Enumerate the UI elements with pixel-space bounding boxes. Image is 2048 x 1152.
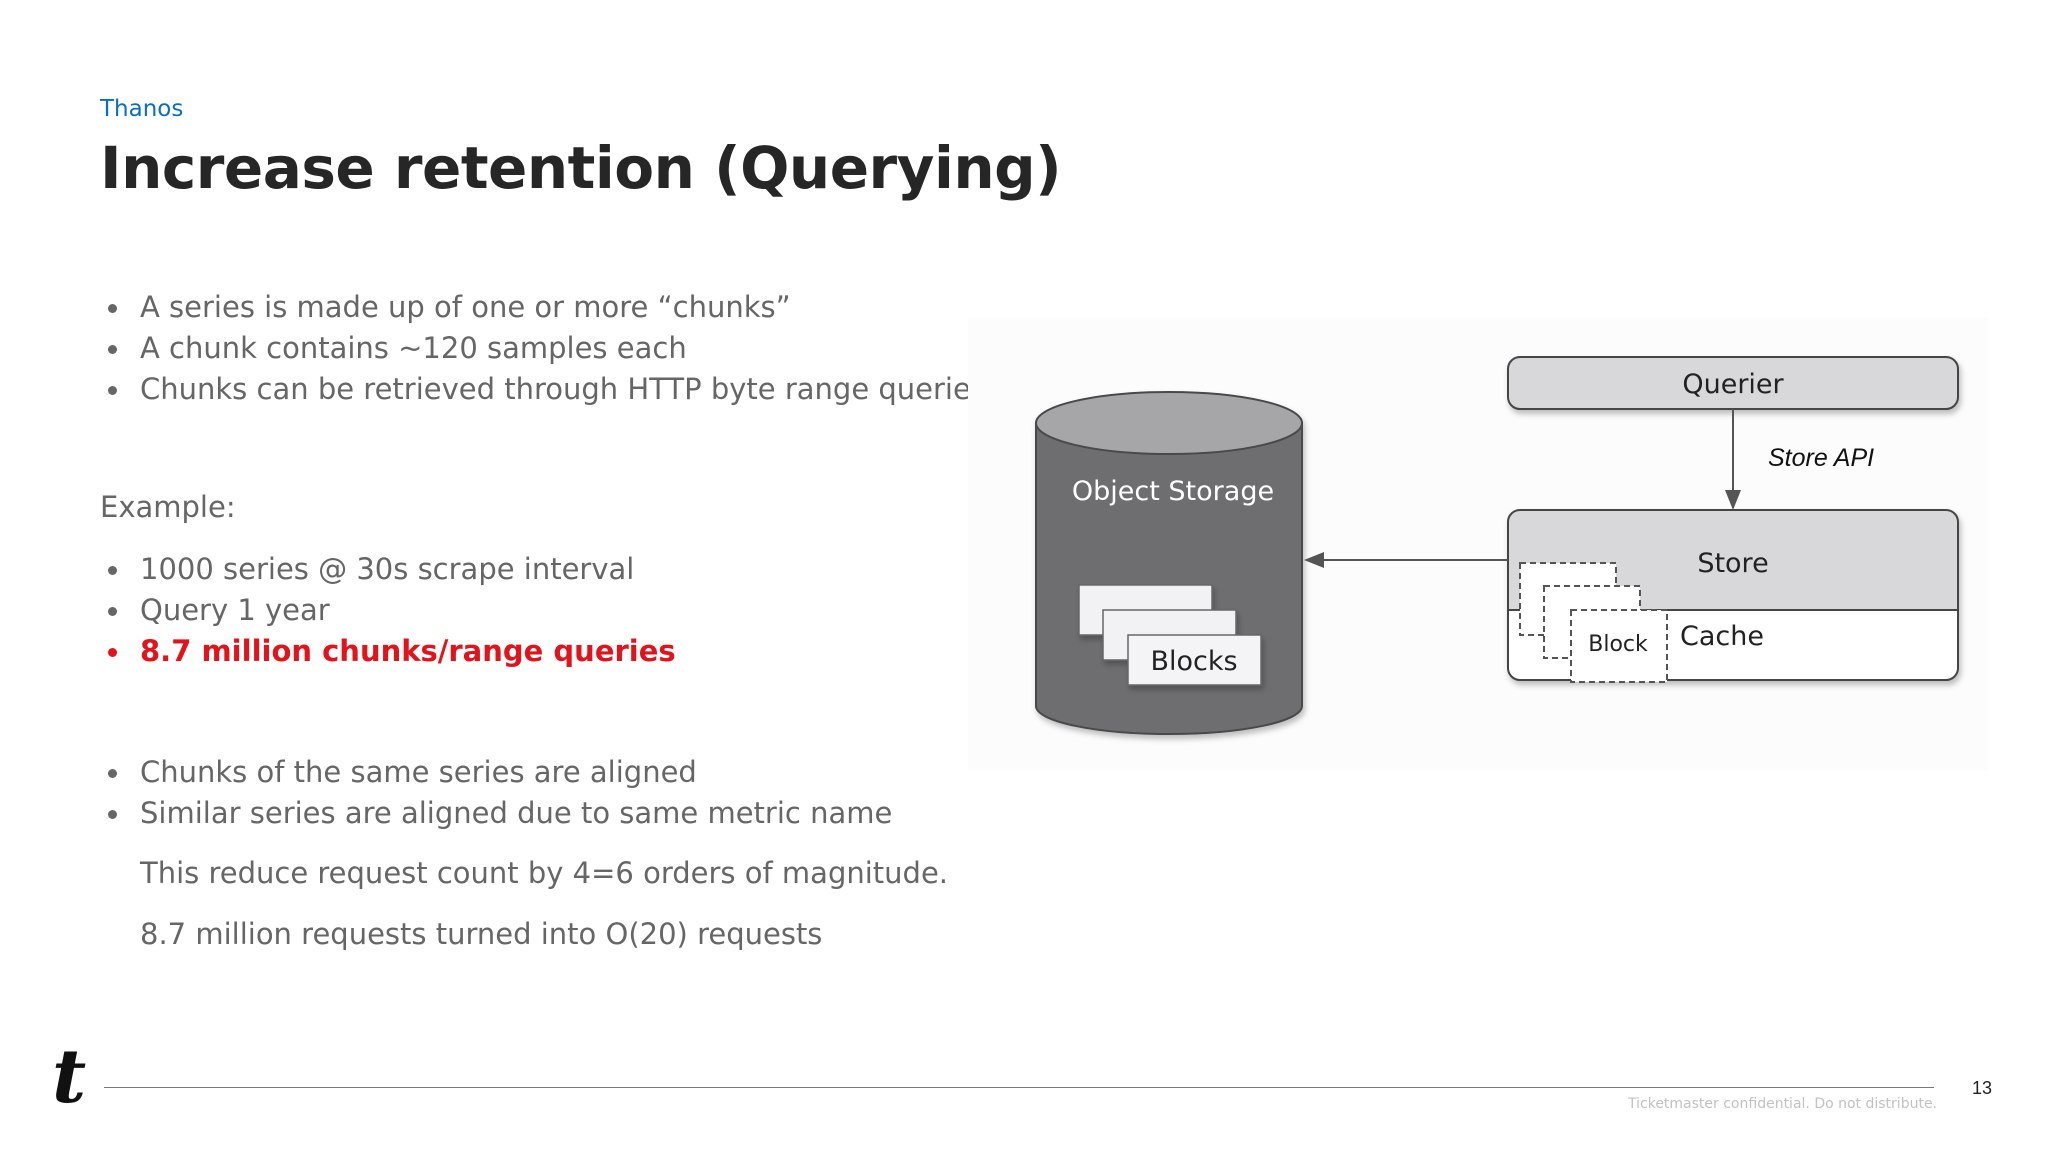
diagram-svg: Object Storage Blocks Querier Store API …	[1035, 356, 1959, 735]
list-item: 1000 series @ 30s scrape interval	[100, 549, 676, 590]
page-number: 13	[1972, 1078, 1993, 1098]
kicker: Thanos	[100, 96, 184, 122]
bullet-list-bottom: Chunks of the same series are aligned Si…	[100, 752, 892, 834]
confidential-notice: Ticketmaster confidential. Do not distri…	[1628, 1096, 1938, 1112]
bullet-list-top: A series is made up of one or more “chun…	[100, 287, 986, 410]
block-label: Block	[1588, 632, 1648, 657]
blocks-label: Blocks	[1150, 646, 1237, 677]
cached-blocks-stack	[1519, 562, 1668, 683]
blocks-stack	[1078, 584, 1262, 686]
note-text: This reduce request count by 4=6 orders …	[140, 856, 949, 890]
list-item: Similar series are aligned due to same m…	[100, 793, 892, 834]
list-item: Chunks can be retrieved through HTTP byt…	[100, 369, 986, 410]
footer-divider	[104, 1087, 1934, 1088]
list-item: A series is made up of one or more “chun…	[100, 287, 986, 328]
note-text: 8.7 million requests turned into O(20) r…	[140, 917, 823, 951]
list-item: Query 1 year	[100, 590, 676, 631]
cache-label: Cache	[1680, 621, 1764, 652]
bullet-list-example: 1000 series @ 30s scrape interval Query …	[100, 549, 676, 672]
architecture-diagram: Object Storage Blocks Querier Store API …	[968, 318, 1988, 770]
example-label: Example:	[100, 490, 236, 524]
store-label: Store	[1697, 548, 1768, 579]
querier-label: Querier	[1682, 369, 1784, 400]
page-title: Increase retention (Querying)	[100, 134, 1062, 202]
ticketmaster-logo: t	[52, 1034, 87, 1120]
list-item: Chunks of the same series are aligned	[100, 752, 892, 793]
object-storage-label: Object Storage	[1072, 476, 1274, 507]
list-item: A chunk contains ~120 samples each	[100, 328, 986, 369]
store-api-label: Store API	[1768, 444, 1874, 472]
list-item-highlight: 8.7 million chunks/range queries	[100, 631, 676, 672]
